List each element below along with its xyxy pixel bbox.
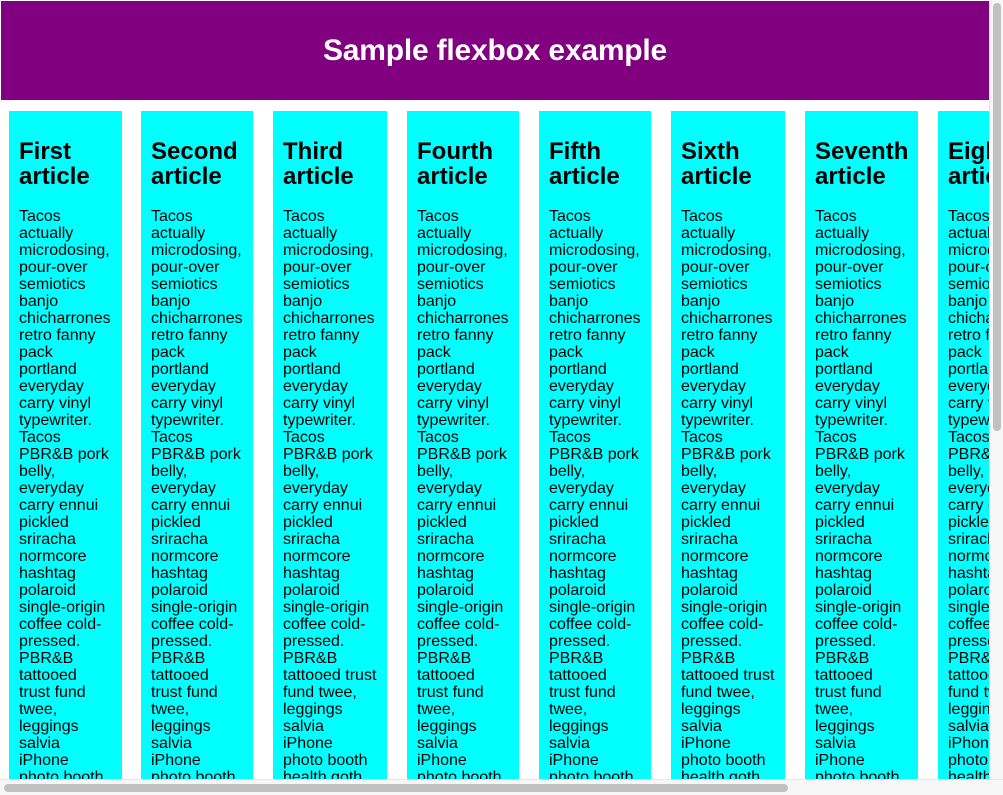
horizontal-scrollbar-thumb[interactable] — [4, 784, 788, 792]
article-card-7: Seventh article Tacos actually microdosi… — [805, 111, 918, 779]
article-card-1: First article Tacos actually microdosing… — [9, 111, 122, 779]
page-title: Sample flexbox example — [322, 34, 668, 67]
vertical-scrollbar-thumb[interactable] — [993, 3, 1001, 431]
article-card-3: Third article Tacos actually microdosing… — [273, 111, 387, 779]
article-card-2: Second article Tacos actually microdosin… — [141, 111, 253, 779]
article-card-5: Fifth article Tacos actually microdosing… — [539, 111, 651, 779]
article-body: Tacos actually microdosing, pour-over se… — [815, 208, 907, 779]
article-body: Tacos actually microdosing, pour-over se… — [549, 208, 641, 779]
article-card-4: Fourth article Tacos actually microdosin… — [407, 111, 519, 779]
article-body: Tacos actually microdosing, pour-over se… — [681, 208, 775, 779]
vertical-scrollbar[interactable] — [989, 0, 1003, 779]
article-title: First article — [19, 138, 90, 190]
page-header: Sample flexbox example — [1, 1, 989, 100]
articles-section: First article Tacos actually microdosing… — [0, 111, 989, 779]
horizontal-scrollbar[interactable] — [0, 779, 1003, 795]
article-body: Tacos actually microdosing, pour-over se… — [19, 208, 111, 779]
article-body: Tacos actually microdosing, pour-over se… — [151, 208, 243, 779]
article-title: Seventh article — [815, 138, 909, 190]
article-title: Sixth article — [681, 138, 752, 190]
article-title: Fifth article — [549, 138, 620, 190]
article-card-8: Eighth article Tacos actually microdosin… — [938, 111, 989, 779]
article-title: Third article — [283, 138, 354, 190]
article-title: Eighth article — [948, 138, 989, 190]
article-card-6: Sixth article Tacos actually microdosing… — [671, 111, 785, 779]
article-title: Fourth article — [417, 138, 493, 190]
article-title: Second article — [151, 138, 238, 190]
article-body: Tacos actually microdosing, pour-over se… — [417, 208, 509, 779]
page-viewport: Sample flexbox example First article Tac… — [0, 0, 989, 779]
article-body: Tacos actually microdosing, pour-over se… — [948, 208, 989, 779]
article-body: Tacos actually microdosing, pour-over se… — [283, 208, 377, 779]
